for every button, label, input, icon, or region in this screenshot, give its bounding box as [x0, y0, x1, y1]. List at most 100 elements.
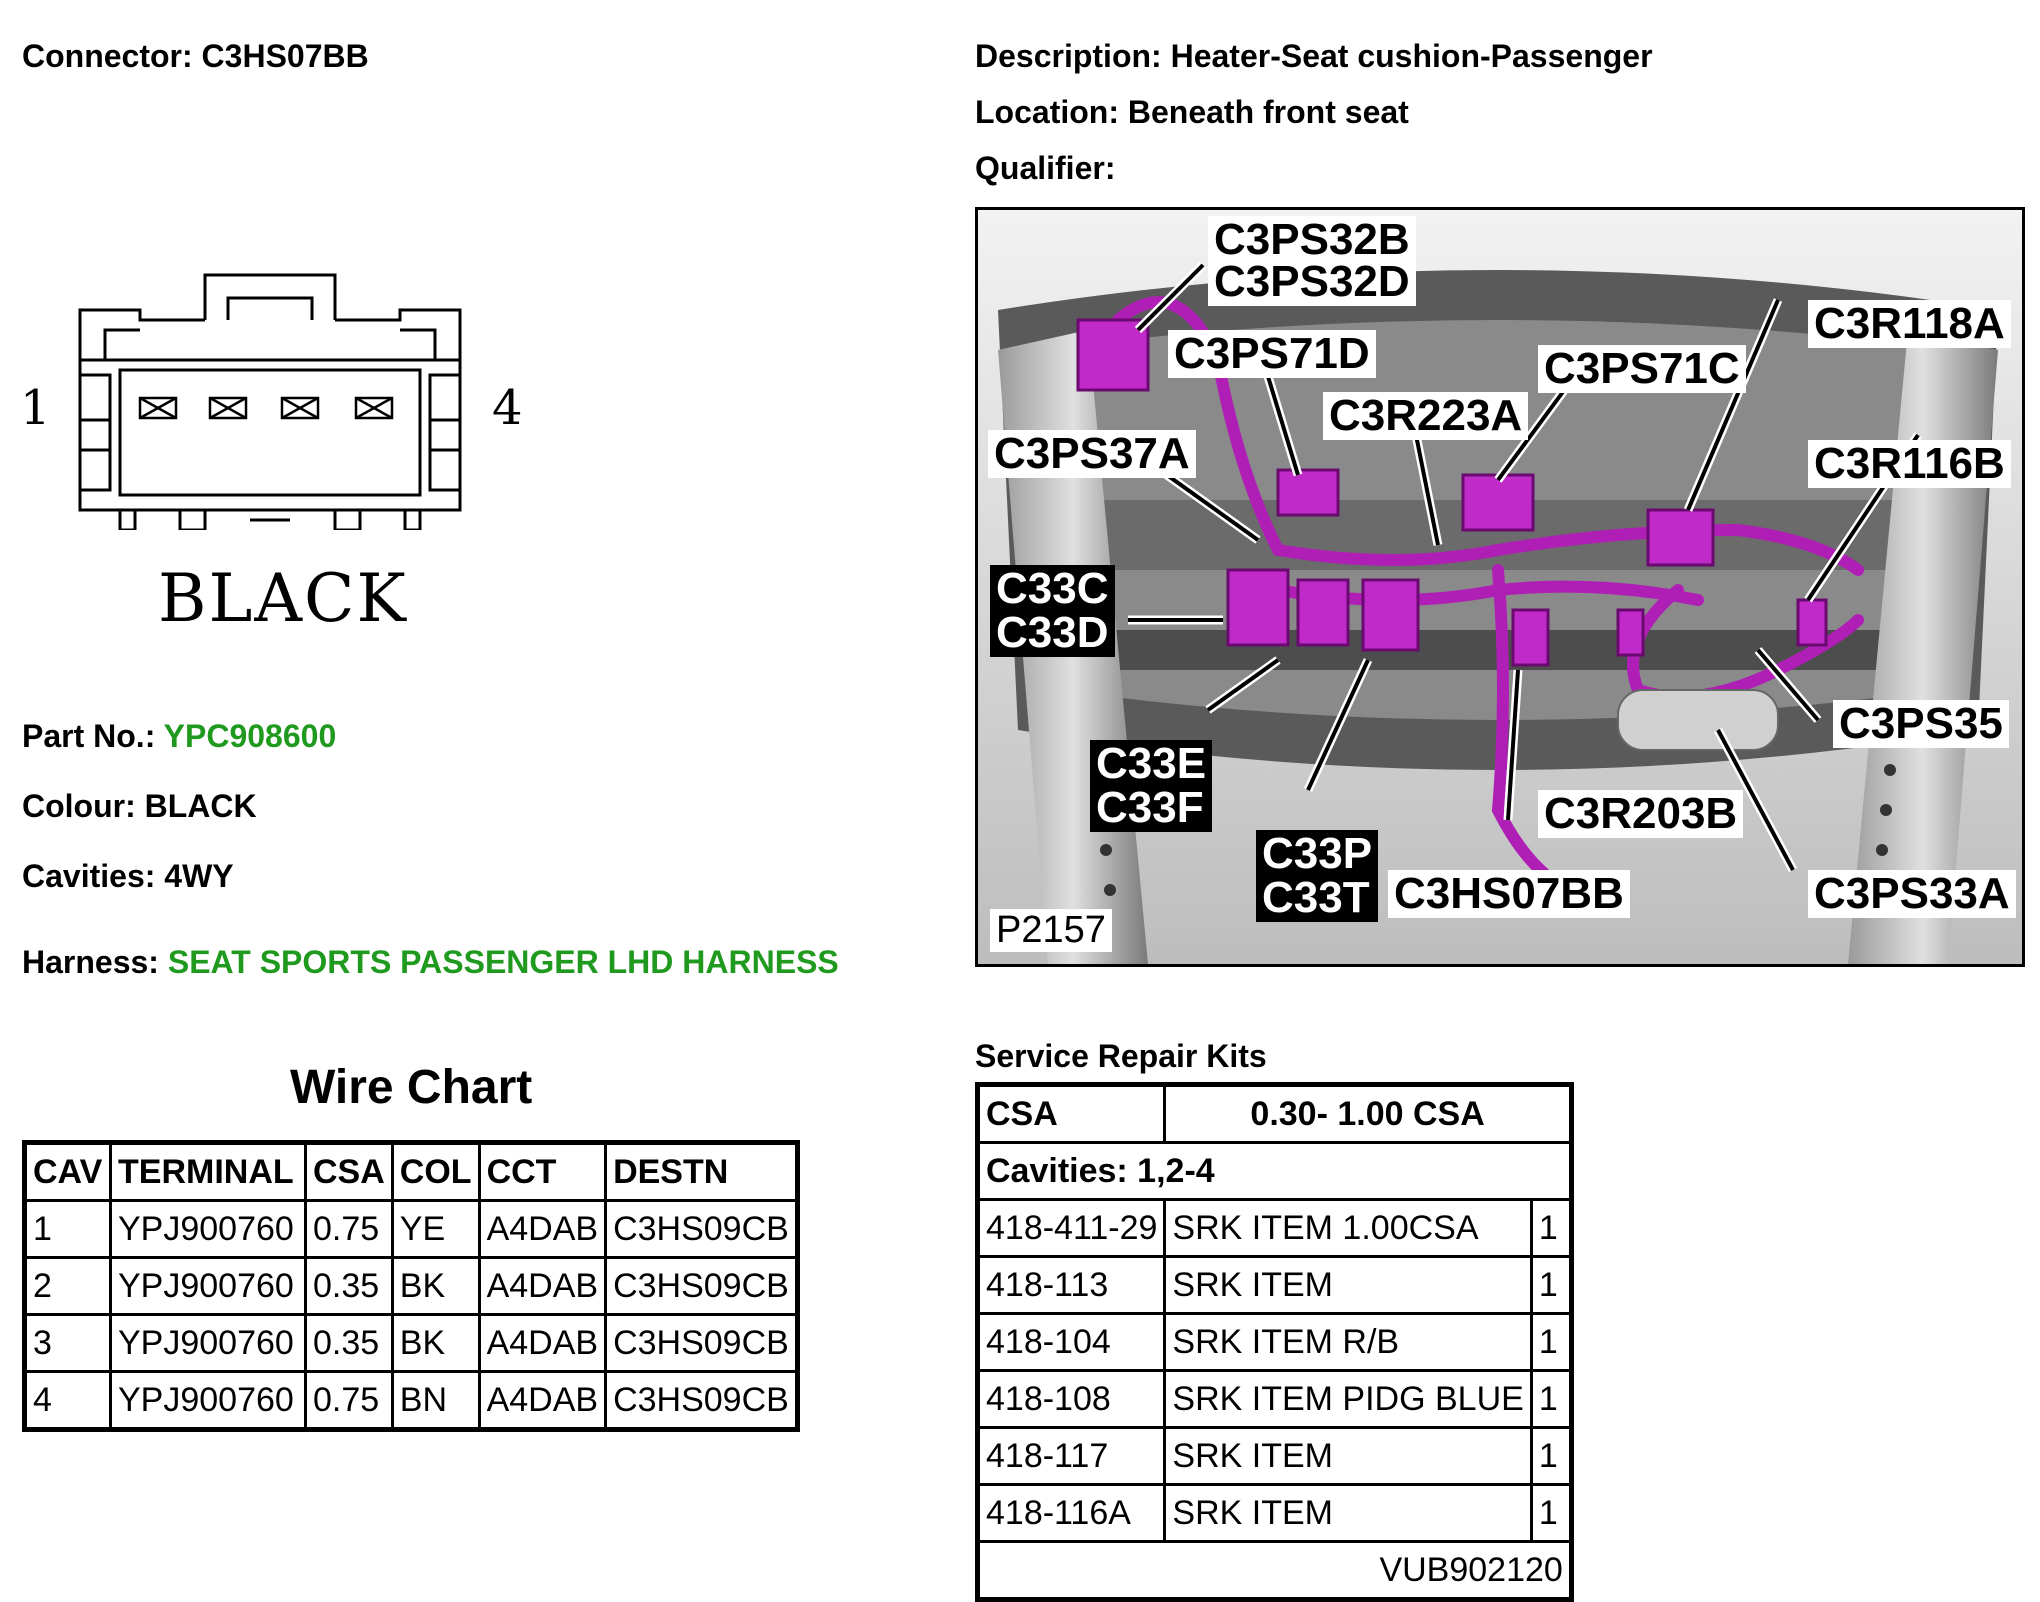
srk-panel: CSA 0.30- 1.00 CSA Cavities: 1,2-4 418-4…: [975, 1082, 1574, 1602]
srk-description: SRK ITEM: [1163, 1426, 1533, 1486]
cell-cct: A4DAB: [477, 1199, 608, 1259]
cell-destn[interactable]: C3HS09CB: [604, 1199, 799, 1259]
srk-description: SRK ITEM: [1163, 1255, 1533, 1315]
callout-c33p-c33t: C33P C33T: [1256, 829, 1379, 922]
cell-col: YE: [390, 1199, 481, 1259]
callout-c33e-c33f: C33E C33F: [1090, 739, 1213, 832]
cell-terminal: YPJ900760: [109, 1199, 307, 1259]
callout-c33e: C33E: [1096, 739, 1207, 788]
cell-terminal: YPJ900760: [109, 1313, 307, 1373]
cell-col: BN: [390, 1370, 481, 1431]
connector-face-icon: [78, 273, 462, 532]
callout-c3ps33a: C3PS33A: [1808, 870, 2016, 918]
col-destn: DESTN: [604, 1141, 799, 1202]
srk-description: SRK ITEM: [1163, 1483, 1533, 1543]
col-col: COL: [390, 1141, 481, 1202]
location-line: Location: Beneath front seat: [975, 94, 1409, 131]
srk-description: SRK ITEM PIDG BLUE: [1163, 1369, 1533, 1429]
cavities-line: Cavities: 4WY: [22, 858, 234, 895]
cell-destn[interactable]: C3HS09CB: [604, 1256, 799, 1316]
callout-c3ps71d: C3PS71D: [1168, 330, 1376, 378]
cell-col: BK: [390, 1256, 481, 1316]
callout-c33d: C33D: [996, 608, 1109, 657]
callout-c3ps37a: C3PS37A: [988, 430, 1196, 478]
pin-1-label: 1: [20, 380, 51, 436]
connector-value: C3HS07BB: [201, 38, 369, 74]
connector-drawing: 1 4 BLACK: [20, 270, 540, 650]
srk-quantity: 1: [1529, 1426, 1573, 1486]
srk-part-number: 418-104: [975, 1312, 1167, 1372]
wire-chart-title: Wire Chart: [290, 1061, 533, 1114]
cavities-label: Cavities:: [22, 858, 156, 894]
col-cct: CCT: [477, 1141, 608, 1202]
callout-c33t: C33T: [1262, 873, 1370, 922]
cell-destn[interactable]: C3HS09CB: [604, 1370, 799, 1431]
part-number-link[interactable]: YPC908600: [163, 718, 337, 754]
srk-footer: VUB902120: [976, 1540, 1573, 1601]
cell-cct: A4DAB: [477, 1313, 608, 1373]
location-value: Beneath front seat: [1127, 94, 1409, 130]
colour-label: Colour:: [22, 788, 136, 824]
callout-c3r118a: C3R118A: [1808, 300, 2011, 348]
srk-part-number: 418-117: [975, 1426, 1167, 1486]
colour-line: Colour: BLACK: [22, 788, 257, 825]
description-value: Heater-Seat cushion-Passenger: [1170, 38, 1653, 74]
srk-description: SRK ITEM 1.00CSA: [1163, 1198, 1533, 1258]
srk-part-number: 418-116A: [975, 1483, 1167, 1543]
srk-quantity: 1: [1529, 1369, 1573, 1429]
callout-c3r116b: C3R116B: [1808, 440, 2011, 488]
cavities-value: 4WY: [164, 858, 234, 894]
wire-chart-header-row: CAV TERMINAL CSA COL CCT DESTN: [23, 1141, 799, 1202]
col-csa: CSA: [304, 1141, 394, 1202]
srk-description: SRK ITEM R/B: [1163, 1312, 1533, 1372]
connector-colour-text: BLACK: [158, 560, 408, 637]
pin-4-label: 4: [492, 380, 523, 436]
cell-terminal: YPJ900760: [109, 1256, 307, 1316]
location-label: Location:: [975, 94, 1119, 130]
cell-col: BK: [390, 1313, 481, 1373]
cell-cav: 2: [23, 1256, 112, 1316]
srk-cavities: Cavities: 1,2-4: [976, 1141, 1573, 1201]
description-line: Description: Heater-Seat cushion-Passeng…: [975, 38, 1653, 75]
cell-cav: 3: [23, 1313, 112, 1373]
cell-csa: 0.75: [304, 1199, 394, 1259]
srk-table: CSA 0.30- 1.00 CSA Cavities: 1,2-4 418-4…: [975, 1082, 1574, 1602]
cell-cav: 4: [23, 1370, 112, 1431]
colour-value: BLACK: [144, 788, 257, 824]
part-label: Part No.:: [22, 718, 156, 754]
srk-quantity: 1: [1529, 1255, 1573, 1315]
srk-footer-row: VUB902120: [976, 1540, 1573, 1601]
srk-quantity: 1: [1529, 1198, 1573, 1258]
connector-heading: Connector: C3HS07BB: [22, 38, 369, 75]
callout-c33p: C33P: [1262, 829, 1373, 878]
callout-c33f: C33F: [1096, 783, 1204, 832]
harness-link[interactable]: SEAT SPORTS PASSENGER LHD HARNESS: [167, 944, 839, 980]
callout-c3ps71c: C3PS71C: [1538, 345, 1746, 393]
col-terminal: TERMINAL: [109, 1141, 307, 1202]
qualifier-label: Qualifier:: [975, 150, 1116, 186]
callout-c3r203b: C3R203B: [1538, 790, 1744, 838]
part-number-line: Part No.: YPC908600: [22, 718, 336, 755]
description-label: Description:: [975, 38, 1162, 74]
srk-quantity: 1: [1529, 1312, 1573, 1372]
qualifier-line: Qualifier:: [975, 150, 1115, 187]
cell-cct: A4DAB: [477, 1370, 608, 1431]
location-photo: C3PS32B C3PS32D C3PS71D C3PS71C C3R118A …: [975, 207, 2025, 967]
cell-cct: A4DAB: [477, 1256, 608, 1316]
callout-c3hs07bb: C3HS07BB: [1388, 870, 1630, 918]
cell-csa: 0.35: [304, 1313, 394, 1373]
srk-part-number: 418-108: [975, 1369, 1167, 1429]
cell-destn[interactable]: C3HS09CB: [604, 1313, 799, 1373]
callout-c3ps32b: C3PS32B: [1208, 216, 1416, 264]
callout-c3ps35: C3PS35: [1833, 700, 2009, 748]
